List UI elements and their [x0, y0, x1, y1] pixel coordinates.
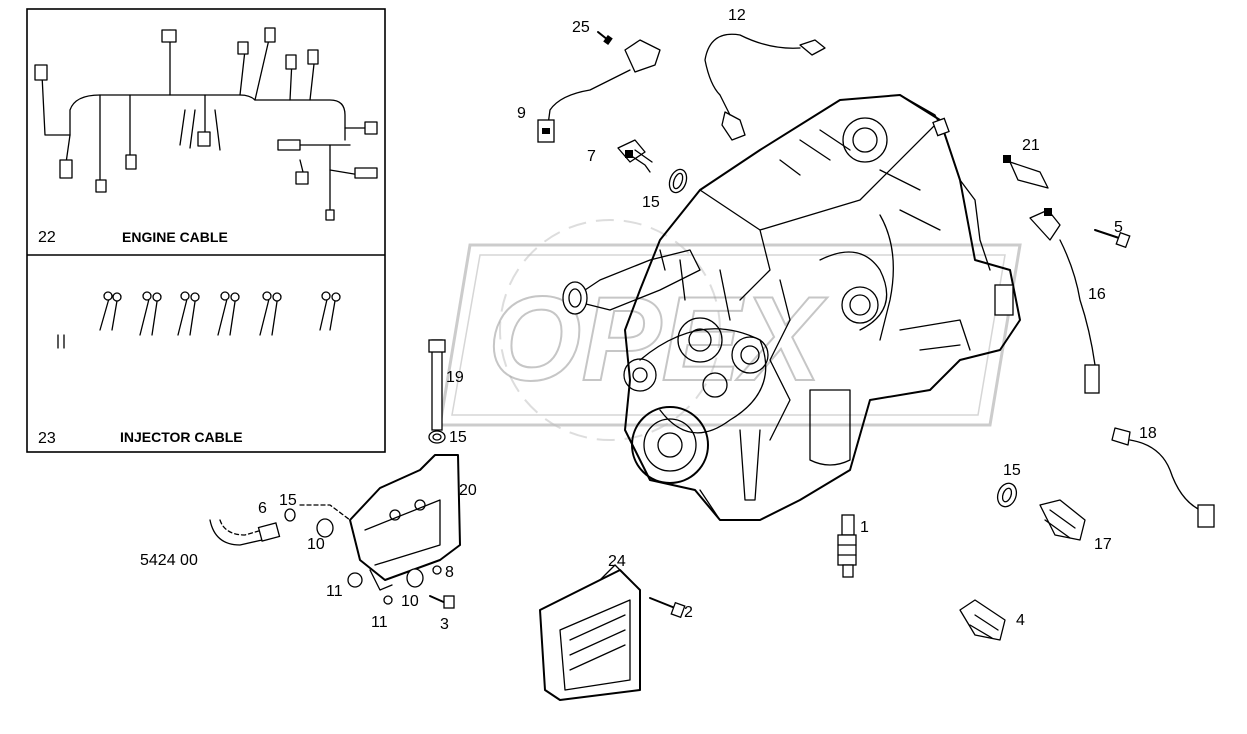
callout-2: 2	[684, 604, 693, 621]
callout-20: 20	[459, 482, 477, 499]
watermark-logo: OPEX	[438, 219, 1022, 441]
part-9-sensor	[537, 39, 661, 143]
part-12-sensor	[704, 33, 826, 141]
callout-21: 21	[1022, 137, 1040, 154]
callout-4: 4	[1016, 612, 1025, 629]
inset-engine-title: ENGINE CABLE	[122, 229, 228, 245]
part-20-bracket	[349, 454, 461, 591]
engine-cable-drawing	[34, 27, 378, 221]
part-15-washer-mid	[428, 430, 446, 444]
callout-1: 1	[860, 519, 869, 536]
inset-injector-number: 23	[38, 430, 56, 447]
inset-panel	[26, 8, 386, 453]
callout-7: 7	[587, 148, 596, 165]
part-19-pipe	[428, 339, 446, 431]
part-2-bolt	[649, 597, 686, 619]
callout-16: 16	[1088, 286, 1106, 303]
inset-engine-number: 22	[38, 229, 56, 246]
callout-9: 9	[517, 105, 526, 122]
callout-15-left: 15	[279, 492, 297, 509]
callout-15-right: 15	[1003, 462, 1021, 479]
part-25-bolt	[597, 31, 613, 45]
part-5-bolt	[1094, 229, 1131, 249]
engine-block-drawing	[562, 94, 1021, 521]
callout-10-b: 10	[401, 593, 419, 610]
part-21-sensor	[1003, 155, 1049, 189]
callout-11-a: 11	[326, 583, 343, 600]
small-parts-bracket	[284, 508, 455, 609]
callout-18: 18	[1139, 425, 1157, 442]
callout-19: 19	[446, 369, 464, 386]
inset-injector-title: INJECTOR CABLE	[120, 429, 243, 445]
part-24-ecu	[539, 564, 641, 701]
callout-15-mid: 15	[449, 429, 467, 446]
callout-17: 17	[1094, 536, 1112, 553]
callout-3: 3	[440, 616, 449, 633]
part-7-sensor	[617, 139, 653, 173]
callout-8: 8	[445, 564, 454, 581]
watermark-text: OPEX	[488, 272, 828, 406]
part-17-sensor	[1039, 499, 1086, 541]
reference-code: 5424 00	[140, 552, 198, 569]
injector-cable-drawing	[57, 291, 341, 349]
callout-11-b: 11	[371, 614, 388, 631]
callout-5: 5	[1114, 219, 1123, 236]
part-15-washer-top	[668, 168, 688, 194]
part-18-sensor	[1111, 427, 1215, 528]
part-6-fitting	[209, 504, 351, 546]
callout-12: 12	[728, 7, 746, 24]
callout-25: 25	[572, 19, 590, 36]
callout-10-a: 10	[307, 536, 325, 553]
part-15-washer-right	[996, 482, 1018, 508]
callout-24: 24	[608, 553, 626, 570]
part-1-sensor	[837, 514, 857, 578]
part-16-sensor	[1029, 208, 1100, 394]
part-4-sensor	[959, 599, 1006, 641]
callout-15-top: 15	[642, 194, 660, 211]
callout-6: 6	[258, 500, 267, 517]
